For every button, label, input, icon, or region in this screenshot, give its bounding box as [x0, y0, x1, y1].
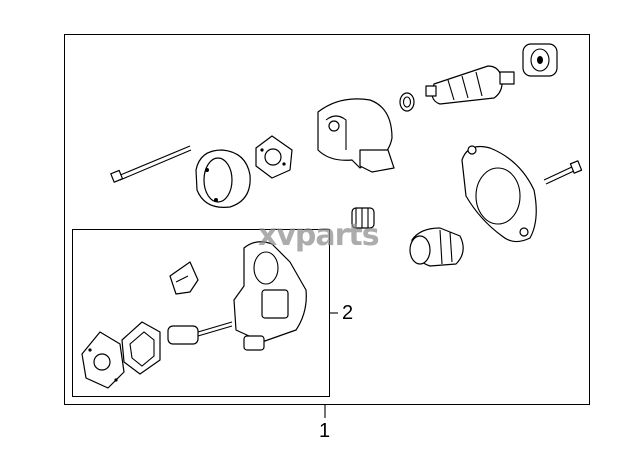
ring-part	[399, 92, 415, 112]
pinion-gear	[351, 207, 375, 229]
assembly-frame	[64, 34, 590, 405]
end-plate	[81, 331, 125, 389]
brush-holder	[255, 135, 293, 179]
end-cover	[195, 149, 251, 208]
contact-plate	[169, 261, 199, 295]
plunger	[167, 321, 233, 345]
bearing	[522, 43, 558, 77]
watermark: xvparts	[258, 218, 380, 253]
through-bolt	[110, 145, 192, 183]
armature	[425, 65, 515, 105]
housing-bolt	[543, 160, 583, 185]
gasket	[121, 321, 161, 375]
subassembly-frame	[72, 229, 330, 397]
overrunning-clutch	[409, 227, 464, 267]
yoke-assembly	[317, 98, 395, 173]
drive-housing	[461, 145, 537, 243]
callout-subassembly: 2	[342, 302, 354, 324]
callout-assembly: 1	[319, 420, 331, 442]
solenoid-housing	[233, 241, 307, 351]
